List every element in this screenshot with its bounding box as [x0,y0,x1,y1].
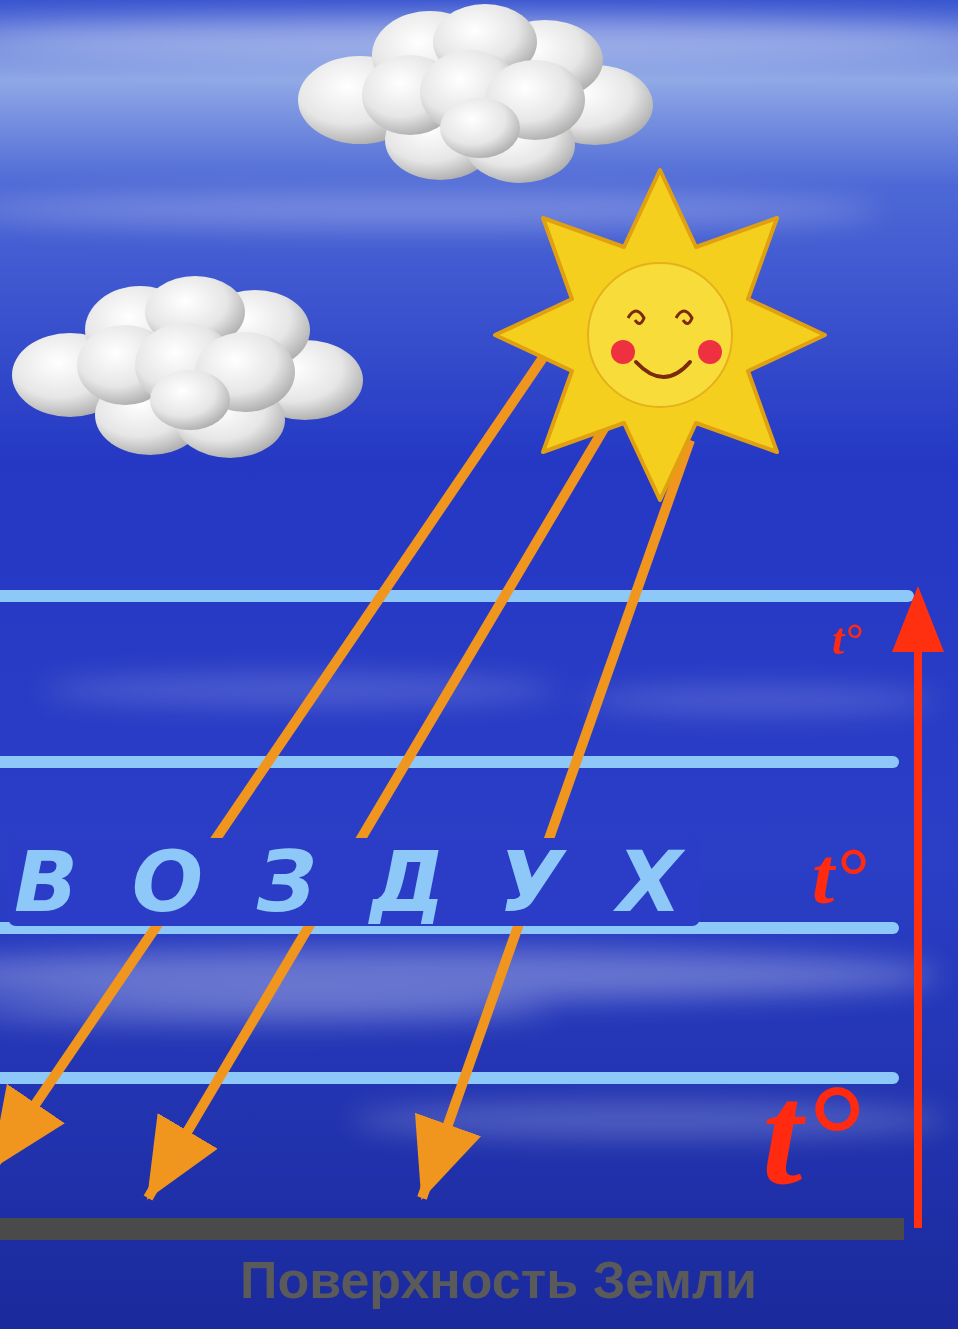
cloud [12,276,363,458]
temperature-mark: t° [762,1062,860,1207]
temperature-mark: t° [812,836,866,916]
air-layer-line [0,596,908,1078]
earth-surface [0,1218,904,1240]
sky-wisps [0,18,958,1138]
cloud [298,4,653,183]
temperature-arrow [892,586,944,1228]
sun-ray-arrow [0,340,690,1198]
sun [495,170,825,500]
air-label: В О З Д У Х [8,838,700,926]
temperature-mark: t° [832,618,862,662]
surface-label: Поверхность Земли [240,1254,757,1306]
